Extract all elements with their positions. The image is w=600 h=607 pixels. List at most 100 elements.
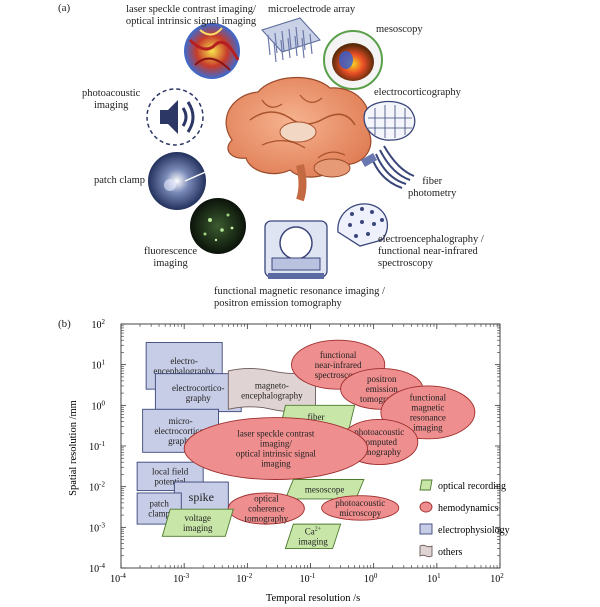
region-label: potential (154, 477, 186, 487)
region-label: clamp (148, 509, 170, 519)
region-label: tomography (360, 394, 404, 404)
x-tick-label: 10-4 (110, 572, 126, 585)
y-tick-label: 10-4 (89, 562, 105, 575)
label-patch-clamp: patch clamp (94, 175, 146, 186)
region-shape (173, 481, 229, 512)
label-line: optical intrinsic signal imaging (125, 16, 257, 27)
brain-illustration (225, 77, 372, 202)
region-label: local field (152, 467, 189, 477)
fiber-photometry-image (360, 145, 415, 189)
region-shape (154, 373, 242, 413)
region-label: magneto- (255, 380, 289, 390)
legend-swatch (419, 523, 433, 535)
label-eeg-fnirs: electroencephalography / functional near… (378, 234, 484, 270)
label-line: functional near-infrared (378, 246, 478, 257)
x-tick-label: 100 (364, 572, 378, 585)
region-magneto-encephalography: magneto-encephalography (227, 368, 316, 413)
region-electrocorticography: electrocortico-graphy (154, 373, 242, 413)
region-shape (321, 495, 400, 521)
legend-item: others (419, 544, 463, 558)
label-fluorescence: fluorescence imaging (144, 246, 197, 270)
region-label: photoacoustic (354, 427, 404, 437)
legend-label: optical recording (438, 481, 506, 492)
region-spike: spike (173, 481, 229, 512)
region-label: photoacoustic (335, 498, 385, 508)
region-label: imaging (298, 537, 328, 547)
x-tick-label: 101 (427, 572, 441, 585)
region-label: graphy (186, 393, 211, 403)
region-shape (227, 492, 305, 525)
region-label: encephalography (153, 366, 215, 376)
y-tick-label: 102 (92, 318, 106, 331)
region-label: computed (361, 437, 397, 447)
label-line: functional magnetic resonance imaging / (214, 286, 385, 297)
region-label: positron (367, 374, 397, 384)
region-ca2-imaging: Ca2+imaging (284, 523, 342, 550)
mesoscopy-image (323, 30, 383, 90)
region-label: optical intrinsic signal (236, 449, 316, 459)
region-label: laser speckle contrast (237, 429, 314, 439)
region-label: mesoscope (305, 484, 345, 494)
region-label: imaging (183, 523, 213, 533)
region-label: microscopy (339, 508, 381, 518)
legend-label: electrophysiology (438, 525, 510, 536)
panel-a-letter: (a) (58, 2, 71, 14)
region-label: spectroscopy (315, 370, 362, 380)
region-label: spike (189, 490, 214, 504)
label-line: electroencephalography / (378, 234, 484, 245)
legend-label: hemodynamics (438, 503, 499, 514)
region-shape (284, 523, 342, 550)
x-tick-label: 102 (490, 572, 504, 585)
panel-b-letter: (b) (58, 318, 71, 330)
region-label: imaging (261, 459, 291, 469)
y-tick-label: 100 (92, 399, 106, 412)
panel-a-illustration (146, 17, 416, 279)
region-shape (161, 508, 234, 537)
label-line: photoacoustic (82, 88, 141, 99)
region-label: near-infrared (315, 360, 362, 370)
region-label: tomography (357, 447, 401, 457)
region-label: functional (410, 393, 447, 403)
label-line: spectroscopy (378, 258, 433, 269)
photoacoustic-speaker-icon (146, 88, 204, 146)
x-tick-label: 10-1 (300, 572, 316, 585)
label-line: positron emission tomography (214, 298, 342, 309)
region-label: electro- (170, 356, 197, 366)
label-fmri-pet: functional magnetic resonance imaging / … (214, 286, 385, 310)
patch-clamp-image (148, 152, 211, 210)
y-axis-label: Spatial resolution /mm (68, 400, 79, 496)
region-label: electrocortico- (154, 426, 206, 436)
region-label: encephalography (241, 390, 303, 400)
region-shape (183, 417, 368, 480)
label-line: photometry (408, 188, 457, 199)
region-label: coherence (248, 504, 284, 514)
region-label: emission (366, 384, 399, 394)
region-label: optical (254, 494, 279, 504)
fluorescence-imaging-image (190, 198, 246, 254)
label-mesoscopy: mesoscopy (376, 24, 423, 35)
legend-item: hemodynamics (419, 501, 499, 514)
legend-layer: optical recording hemodynamics electrophys… (419, 479, 510, 558)
region-label: micro- (169, 416, 193, 426)
label-line: laser speckle contrast imaging/ (126, 4, 256, 15)
laser-speckle-image (184, 23, 240, 79)
y-tick-label: 10-2 (89, 481, 105, 494)
y-tick-label: 10-1 (89, 440, 105, 453)
x-tick-label: 10-2 (236, 572, 252, 585)
fmri-scanner-image (264, 220, 328, 279)
region-label: Ca2+ (305, 527, 322, 537)
region-label: voltage (185, 513, 212, 523)
label-photoacoustic: photoacoustic imaging (82, 88, 140, 112)
legend-swatch (419, 544, 433, 558)
region-label: graphy (168, 436, 193, 446)
label-line: fiber (422, 176, 443, 187)
region-label: magnetic (411, 403, 444, 413)
label-microelectrode: microelectrode array (268, 4, 356, 15)
x-axis-label: Temporal resolution /s (266, 593, 360, 604)
